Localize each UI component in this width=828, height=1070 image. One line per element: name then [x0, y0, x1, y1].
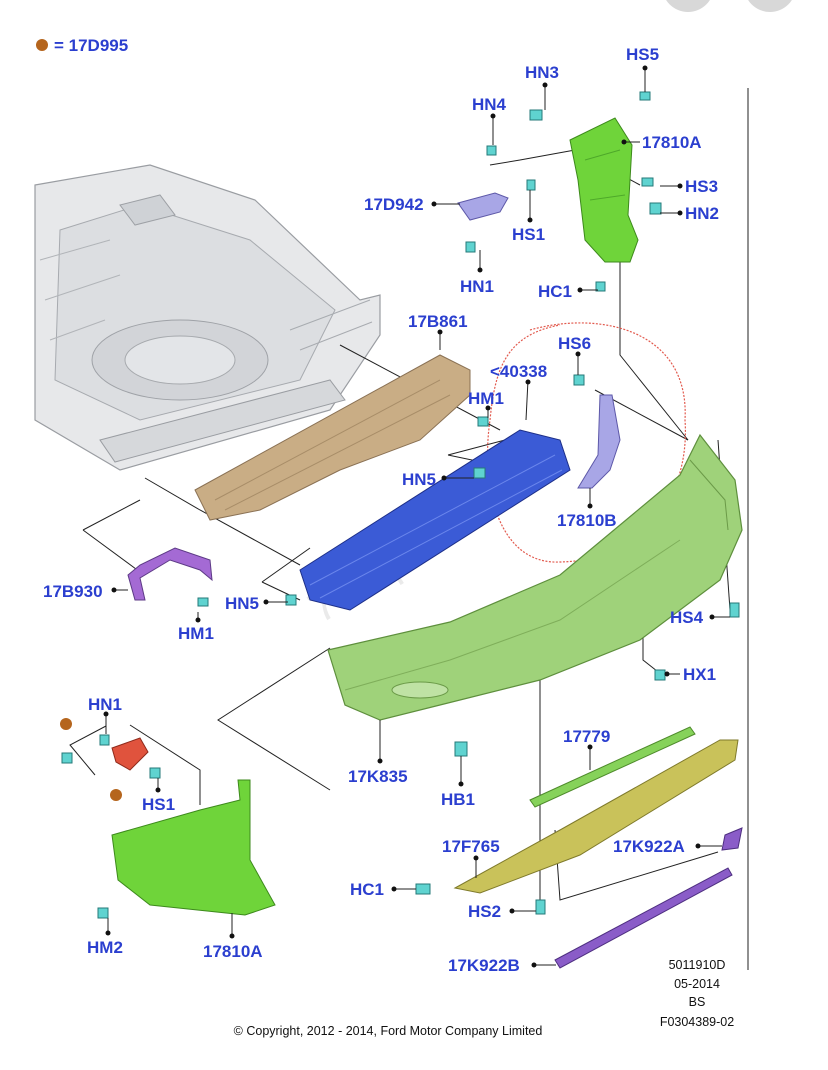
fastener-hb1-icon — [454, 741, 468, 757]
label-17k835: 17K835 — [348, 767, 408, 786]
fastener-hn1-low-icon — [99, 734, 110, 746]
label-hc1-low: HC1 — [350, 880, 384, 899]
fastener-hn4-icon — [486, 145, 497, 156]
legend-marker-icon — [36, 39, 48, 51]
label-17779: 17779 — [563, 727, 610, 746]
strip-17779 — [529, 726, 696, 808]
label-17d942: 17D942 — [364, 195, 424, 214]
bracket-17b930 — [127, 547, 213, 601]
label-17k922a: 17K922A — [613, 837, 685, 856]
bumper-cover-17k835 — [327, 433, 743, 721]
fastener-hn5-mid-icon — [473, 467, 486, 479]
bracket-red-highlight — [111, 737, 149, 771]
label-hn4: HN4 — [472, 95, 507, 114]
label-hs1-top: HS1 — [512, 225, 545, 244]
meta-ref: F0304389-02 — [660, 1015, 734, 1029]
label-40338: <40338 — [490, 362, 547, 381]
label-17810b: 17810B — [557, 511, 617, 530]
fastener-hn3-icon — [529, 109, 543, 121]
label-hx1: HX1 — [683, 665, 716, 684]
label-17k922b: 17K922B — [448, 956, 520, 975]
label-17b861: 17B861 — [408, 312, 468, 331]
bracket-17d942 — [457, 192, 509, 221]
label-17f765: 17F765 — [442, 837, 500, 856]
strip-17k922b — [554, 867, 733, 969]
copyright-text: © Copyright, 2012 - 2014, Ford Motor Com… — [234, 1024, 543, 1038]
label-hn2: HN2 — [685, 204, 719, 223]
label-hn1-low: HN1 — [88, 695, 122, 714]
label-hs4: HS4 — [670, 608, 704, 627]
marker-17d995-icon — [110, 789, 122, 801]
bracket-17810b — [577, 394, 621, 489]
fastener-hs4-icon — [729, 602, 740, 618]
bracket-17810a-top — [569, 117, 639, 263]
label-hn1-top: HN1 — [460, 277, 494, 296]
fastener-hs2-icon — [535, 899, 546, 915]
marker-17d995-icon — [60, 718, 72, 730]
corner-decor-right — [748, 0, 792, 12]
label-hm1-low: HM1 — [178, 624, 214, 643]
fastener-hn1-top-icon — [465, 241, 476, 253]
label-hs2: HS2 — [468, 902, 501, 921]
floor-pan-illustration — [34, 164, 381, 471]
corner-decor-left — [666, 0, 710, 12]
fastener-hs1-low-icon — [149, 767, 161, 779]
fastener-hs1-top-icon — [526, 179, 536, 191]
label-hn3: HN3 — [525, 63, 559, 82]
label-dots — [103, 65, 715, 968]
label-hm1-top: HM1 — [468, 389, 504, 408]
label-hs3: HS3 — [685, 177, 718, 196]
label-hn5-low: HN5 — [225, 594, 259, 613]
label-hs6: HS6 — [558, 334, 591, 353]
label-hm2: HM2 — [87, 938, 123, 957]
label-hs1-low: HS1 — [142, 795, 175, 814]
fastener-hc1-top-icon — [595, 281, 606, 292]
label-17810a-low: 17810A — [203, 942, 263, 961]
beam-40338 — [299, 429, 571, 611]
fastener-hc1-low-icon — [415, 883, 431, 895]
fastener-hm1-low-icon — [197, 597, 209, 607]
label-17810a-top: 17810A — [642, 133, 702, 152]
fastener-hm1-top-icon — [477, 416, 489, 427]
fastener-hs5-icon — [639, 91, 651, 101]
fastener-hs6-icon — [573, 374, 585, 386]
label-hn5-mid: HN5 — [402, 470, 436, 489]
meta-code: 5011910D — [669, 958, 726, 972]
meta-date: 05-2014 — [674, 977, 720, 991]
legend-text: = 17D995 — [54, 36, 128, 55]
fastener-hs3-icon — [641, 177, 654, 187]
label-hc1-top: HC1 — [538, 282, 572, 301]
fastener-hx1-icon — [654, 669, 666, 681]
fastener-hn2-icon — [649, 202, 662, 215]
meta-bs: BS — [689, 995, 706, 1009]
fastener-extra-icon — [61, 752, 73, 764]
corner-17810a-low — [111, 779, 276, 916]
label-hb1: HB1 — [441, 790, 475, 809]
fastener-hm2-icon — [97, 907, 109, 919]
fasteners — [61, 91, 740, 919]
fastener-hn5-low-icon — [285, 594, 297, 606]
part-17k922a — [721, 827, 743, 851]
label-hs5: HS5 — [626, 45, 659, 64]
panel-17f765 — [453, 739, 739, 894]
label-17b930: 17B930 — [43, 582, 103, 601]
